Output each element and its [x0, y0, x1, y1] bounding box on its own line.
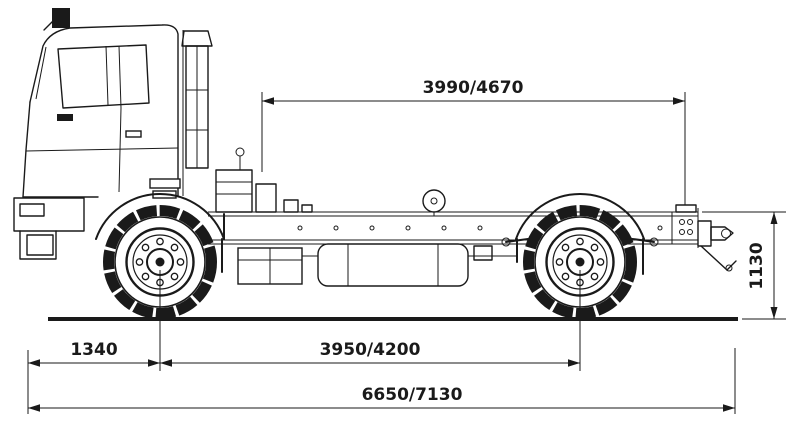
dimension-overall-length: 6650/7130: [28, 348, 736, 414]
fuel-tank: [317, 243, 469, 287]
mirror: [52, 8, 70, 28]
dimension-label-front-overhang: 1340: [70, 340, 117, 360]
front-bumper: [13, 197, 85, 232]
bumper-valance: [19, 230, 57, 260]
headlight: [19, 203, 45, 217]
dimension-label-frame-height: 1130: [747, 242, 767, 289]
dimension-label-upper-span: 3990/4670: [423, 78, 524, 98]
air-intake-stack: [181, 30, 213, 169]
rear-fender: [515, 193, 645, 275]
dimension-wheelbase: 3950/4200: [160, 270, 581, 371]
dimension-upper-span: 3990/4670: [261, 78, 686, 205]
battery-box: [237, 247, 303, 285]
rear-crossmember: [671, 204, 697, 244]
dimension-front-overhang: 1340: [27, 270, 161, 414]
dimension-label-overall-length: 6650/7130: [362, 385, 463, 405]
tow-coupling: [697, 220, 737, 272]
door-handle: [125, 130, 142, 138]
dimension-label-wheelbase: 3950/4200: [320, 340, 421, 360]
door-emblem: [57, 114, 73, 121]
front-fender: [95, 193, 225, 273]
dimension-frame-height: 1130: [702, 211, 786, 320]
front-step-box: [26, 234, 54, 256]
side-step-upper: [149, 178, 181, 189]
